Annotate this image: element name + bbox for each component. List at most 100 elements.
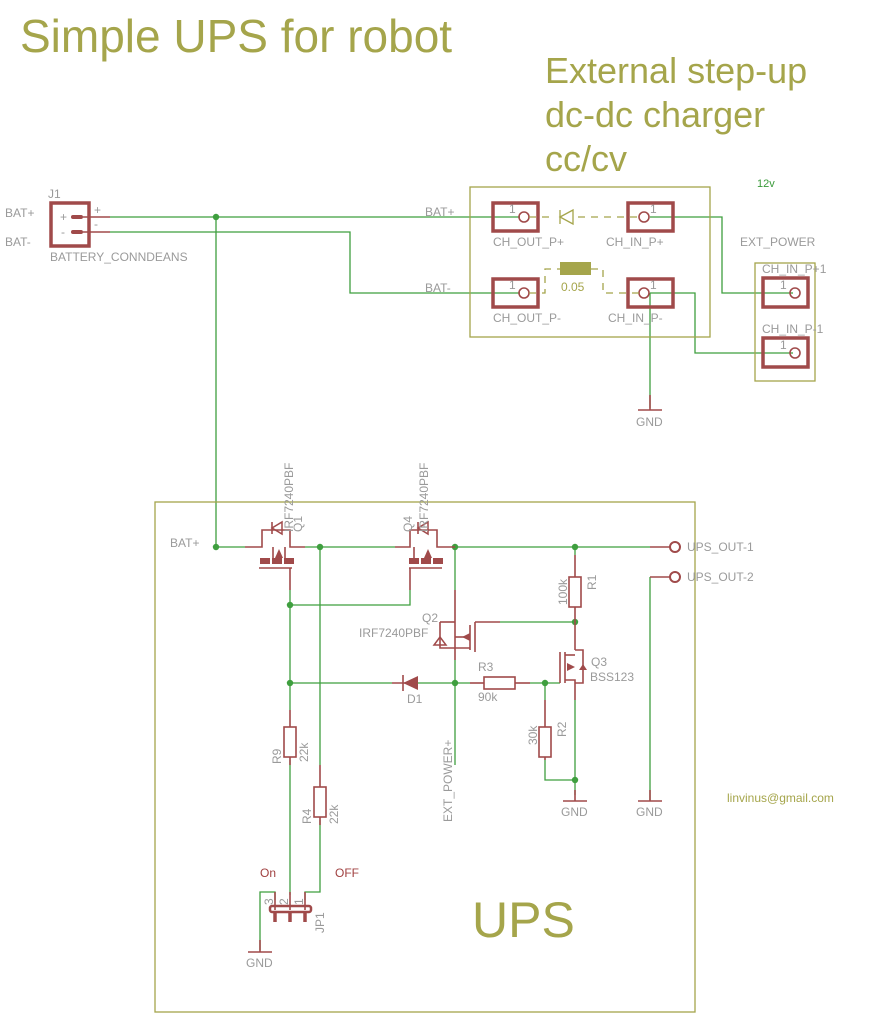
r4-ref: R4 [300,808,314,824]
q2-part: IRF7240PBF [359,626,428,640]
charger-net-batminus: BAT- [425,281,451,295]
r9-ref: R9 [270,748,284,764]
ext-power-connector[interactable]: EXT_POWER CH_IN_P+1 1 CH_IN_P-1 1 [740,235,827,382]
ups-wires [212,543,651,950]
r2-value: 30k [526,725,540,745]
ext-pad-minus[interactable] [761,336,810,369]
gnd-symbol-jp1: GND [246,940,273,970]
pin-num: 1 [650,278,657,292]
q3-part: BSS123 [590,670,634,684]
charger-title-line1: External step-up [545,50,807,91]
jumper-jp1[interactable]: On OFF 3 2 1 JP1 [260,866,359,933]
resistor-r2[interactable]: 30k R2 [526,700,569,760]
pad-ch-out-plus[interactable] [491,201,540,233]
charger-module[interactable]: BAT+ BAT- 1 CH_OUT_P+ 1 CH_IN_P+ 1 CH_OU… [425,178,775,338]
ext-power-name: EXT_POWER [740,235,816,249]
mosfet-q2[interactable]: Q2 IRF7240PBF [359,590,500,660]
r3-value: 90k [478,690,498,704]
ups-net-batplus: BAT+ [170,536,199,550]
j1-outer-plus: + [94,203,101,217]
charger-diode-icon [558,208,574,226]
r1-value: 100k [556,578,570,605]
diode-d1[interactable]: D1 [392,675,423,706]
label-ch-out-plus: CH_OUT_P+ [493,235,564,249]
gnd-label: GND [636,805,663,819]
jp1-label-on: On [260,866,276,880]
resistor-r1[interactable]: 100k R1 [556,555,599,622]
j1-inner-minus: - [61,225,65,239]
pad-ch-out-minus[interactable] [491,277,540,309]
ups-output-1[interactable]: UPS_OUT-1 [650,540,754,554]
jp1-label-off: OFF [335,866,359,880]
charger-net-batplus: BAT+ [425,205,454,219]
jp1-pin1: 1 [292,898,306,905]
mosfet-q3[interactable]: Q3 BSS123 [559,622,634,700]
resistor-r9[interactable]: R9 22k [270,710,311,765]
pin-num: 1 [780,278,787,292]
gnd-label: GND [636,415,663,429]
label-ch-in-plus: CH_IN_P+ [606,235,664,249]
r3-ref: R3 [478,660,494,674]
gnd-label: GND [561,805,588,819]
j1-inner-plus: + [60,210,67,224]
q1-ref: Q1 [291,516,305,532]
gnd-label: GND [246,956,273,970]
j1-body [49,201,91,248]
charger-title-line3: cc/cv [545,138,627,179]
mosfet-q1[interactable]: IRF7240PBF Q1 [245,463,305,590]
q4-ref: Q4 [401,516,415,532]
ups-out2-label: UPS_OUT-2 [687,570,754,584]
j1-pin-plus [71,215,83,219]
author-email: linvinus@gmail.com [727,791,834,805]
jp1-ref: JP1 [313,912,327,933]
shunt-value: 0.05 [561,280,585,294]
top-wires [110,213,793,547]
pad-ch-in-plus[interactable] [626,201,675,233]
battery-connector-j1[interactable]: J1 BAT+ BAT- + - + - BATTERY_CONNDEANS [5,187,188,264]
q1-part: IRF7240PBF [282,463,296,532]
resistor-r4[interactable]: R4 22k [300,765,341,825]
r9-value: 22k [297,742,311,762]
ext-pad-plus-label: CH_IN_P+1 [762,262,827,276]
j1-ref: J1 [48,187,61,201]
j1-pin-minus [71,230,83,234]
ext-power-frame [754,262,816,382]
shunt-resistor [560,262,591,275]
ups-frame [154,501,696,1013]
j1-net-batplus: BAT+ [5,206,34,220]
ups-out1-label: UPS_OUT-1 [687,540,754,554]
pin-num: 1 [780,338,787,352]
jp1-pin3: 3 [262,898,276,905]
resistor-r3[interactable]: R3 90k [470,660,530,704]
schematic-title: Simple UPS for robot [20,10,452,62]
r1-ref: R1 [585,574,599,590]
pin-num: 1 [650,202,657,216]
q2-ref: Q2 [422,611,438,625]
ext-pad-plus[interactable] [761,276,810,309]
q3-ref: Q3 [591,655,607,669]
j1-name: BATTERY_CONNDEANS [50,250,188,264]
net-ext-power-plus: EXT_POWER+ [441,740,455,822]
label-ch-in-minus: CH_IN_P- [608,311,663,325]
gnd-symbol-charger: GND [636,395,663,429]
j1-outer-minus: - [94,217,98,231]
ups-output-2[interactable]: UPS_OUT-2 [650,570,754,584]
mosfet-q4[interactable]: IRF7240PBF Q4 [395,463,455,590]
jp1-pin2: 2 [277,898,291,905]
voltage-note: 12v [757,178,775,190]
charger-title-line2: dc-dc charger [545,94,765,135]
ext-pad-minus-label: CH_IN_P-1 [762,322,824,336]
ups-block-title: UPS [472,892,575,948]
gnd-symbol-q3: GND [561,790,588,819]
label-ch-out-minus: CH_OUT_P- [493,311,561,325]
q4-part: IRF7240PBF [417,463,431,532]
gnd-symbol-out2: GND [636,790,663,819]
pin-num: 1 [509,202,516,216]
charger-frame [469,186,711,338]
r4-value: 22k [327,804,341,824]
r2-ref: R2 [555,721,569,737]
pad-ch-in-minus[interactable] [626,277,675,309]
d1-ref: D1 [407,692,423,706]
j1-net-batminus: BAT- [5,235,31,249]
